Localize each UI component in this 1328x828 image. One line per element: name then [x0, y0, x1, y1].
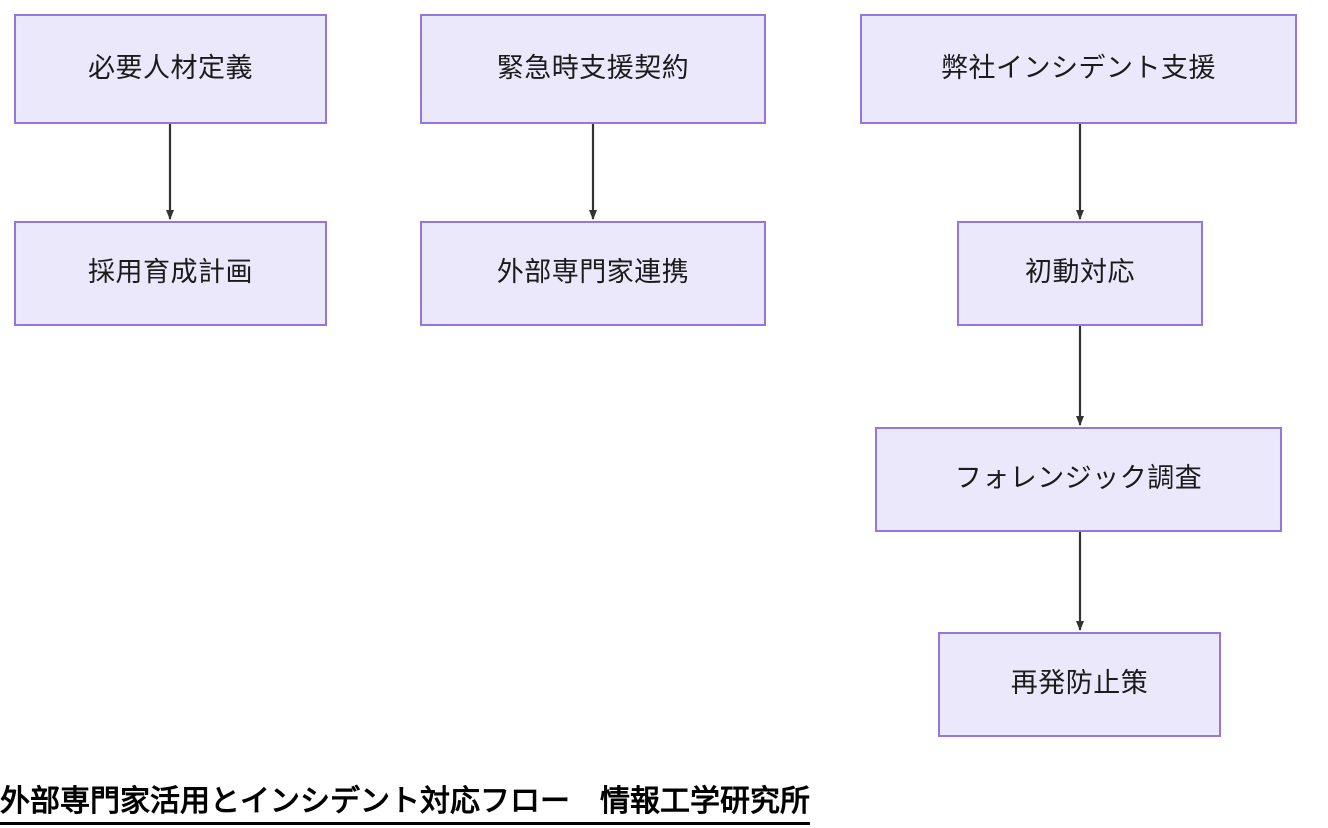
node-saihatsu-boushisaku[interactable]: 再発防止策 — [938, 632, 1221, 737]
node-label: 外部専門家連携 — [496, 257, 690, 289]
node-label: 緊急時支援契約 — [496, 52, 690, 84]
node-label: 採用育成計画 — [88, 257, 253, 289]
node-kinkyuuji-shien-keiyaku[interactable]: 緊急時支援契約 — [420, 14, 766, 124]
node-label: 弊社インシデント支援 — [941, 52, 1216, 84]
node-label: 必要人材定義 — [88, 52, 253, 84]
node-shodou-taiou[interactable]: 初動対応 — [957, 221, 1203, 326]
node-heisha-incident-shien[interactable]: 弊社インシデント支援 — [860, 14, 1297, 124]
node-gaibu-senmonka-renkei[interactable]: 外部専門家連携 — [420, 221, 766, 326]
diagram-caption: 外部専門家活用とインシデント対応フロー 情報工学研究所 — [0, 776, 810, 825]
node-saiyou-ikusei-keikaku[interactable]: 採用育成計画 — [14, 221, 327, 326]
node-label: 再発防止策 — [1010, 668, 1149, 700]
node-label: フォレンジック調査 — [954, 463, 1203, 495]
node-hitsuyou-jinzai-teigi[interactable]: 必要人材定義 — [14, 14, 327, 124]
node-label: 初動対応 — [1025, 257, 1135, 289]
node-forensic-chousa[interactable]: フォレンジック調査 — [875, 427, 1282, 532]
